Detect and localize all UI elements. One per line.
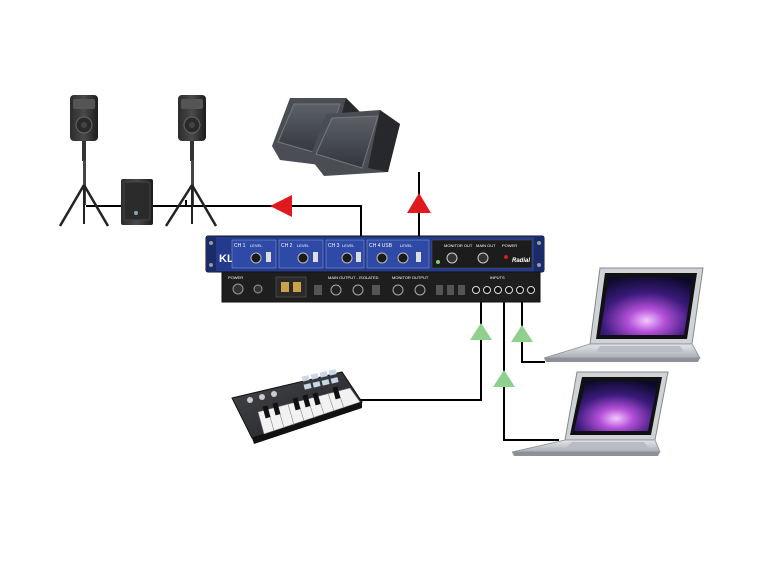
input-jack-2[interactable] (483, 286, 491, 294)
rear-power-label: POWER (228, 275, 243, 280)
monitor-wedge-right (310, 110, 400, 176)
arrows (270, 193, 533, 387)
laptop-1 (543, 267, 704, 362)
monitor-output-label: MONITOR OUTPUT (392, 275, 429, 280)
ch2-switch[interactable] (313, 252, 318, 262)
output-arrow-to-pa (270, 195, 292, 217)
main-output-label: MAIN OUTPUT - ISOLATED (328, 275, 379, 280)
laptop-2 (511, 371, 669, 456)
ch3-level-knob[interactable] (341, 252, 353, 264)
ch2-level-knob[interactable] (297, 252, 309, 264)
ch4-switch[interactable] (416, 252, 421, 262)
midi-keyboard (231, 369, 363, 444)
monitor-out-knob[interactable] (446, 252, 458, 264)
rear-switch-1[interactable] (281, 282, 289, 292)
power-label: POWER (502, 243, 517, 248)
main-out-knob[interactable] (477, 252, 489, 264)
laptop-1-screen (600, 277, 693, 335)
cable-keyboard-to-input (357, 300, 482, 401)
power-led (504, 255, 508, 259)
pa-speaker-right (164, 95, 218, 227)
input-jack-6[interactable] (527, 286, 535, 294)
kl8-rear-panel: POWER MAIN OUTPUT - ISOLATED MONITOR OUT… (221, 271, 541, 303)
ch1-level-label: LEVEL (250, 243, 263, 248)
cable-laptop1-to-input (521, 300, 545, 363)
input-jack-1[interactable] (472, 286, 480, 294)
main-trs-2[interactable] (372, 285, 380, 295)
monitor-xlr-right[interactable] (414, 284, 426, 296)
monitor-indicator (436, 260, 440, 264)
ch1-switch[interactable] (266, 252, 271, 262)
ground-lift[interactable] (253, 284, 263, 294)
ch3-badge: CH 3 (328, 243, 340, 249)
input-jack-4[interactable] (505, 286, 513, 294)
ch4-level-label: LEVEL (400, 243, 413, 248)
pa-speaker-left (58, 95, 110, 227)
ch4-level-knob-a[interactable] (376, 252, 388, 264)
keyboard-knob-3[interactable] (271, 391, 277, 397)
cable-laptop2-to-input (503, 300, 559, 441)
ch2-badge: CH 2 (281, 243, 293, 249)
keyboard-knob-2[interactable] (259, 394, 265, 400)
input-jack-3[interactable] (494, 286, 502, 294)
output-arrow-to-monitors (407, 193, 431, 213)
main-out-label: MAIN OUT (476, 243, 496, 248)
inputs-label: INPUTS (490, 275, 505, 280)
brand-logo: Radial (512, 258, 530, 264)
subwoofer (121, 179, 153, 225)
keyboard-keys[interactable] (257, 386, 361, 435)
monitor-out-label: MONITOR OUT (444, 243, 473, 248)
input-arrow-laptop-1 (511, 325, 533, 342)
keyboard-pads (301, 369, 339, 390)
ch4-level-knob-b[interactable] (397, 252, 409, 264)
ch2-level-label: LEVEL (297, 243, 310, 248)
stage-monitor-wedges (272, 98, 400, 176)
keyboard-knob-1[interactable] (247, 397, 253, 403)
input-jack-5[interactable] (516, 286, 524, 294)
rear-switch-2[interactable] (293, 282, 301, 292)
main-xlr-right[interactable] (352, 284, 364, 296)
ch3-switch[interactable] (356, 252, 361, 262)
input-arrow-keyboard (470, 323, 492, 340)
ch1-level-knob[interactable] (250, 252, 262, 264)
monitor-trs-2[interactable] (447, 285, 454, 295)
kl8-front-panel: KL-8 CH 1 LEVEL CH 2 LEVEL CH 3 LEVEL CH… (205, 235, 545, 273)
ch1-badge: CH 1 (234, 243, 246, 249)
ch4-badge: CH 4 USB (369, 243, 393, 249)
ch3-level-label: LEVEL (342, 243, 355, 248)
laptop-2-screen (574, 381, 658, 431)
input-arrow-laptop-2 (493, 370, 515, 387)
main-xlr-left[interactable] (330, 284, 342, 296)
monitor-trs-1[interactable] (436, 285, 443, 295)
main-trs-1[interactable] (314, 285, 322, 295)
monitor-trs-3[interactable] (458, 285, 465, 295)
monitor-xlr-left[interactable] (392, 284, 404, 296)
power-inlet[interactable] (232, 283, 244, 295)
